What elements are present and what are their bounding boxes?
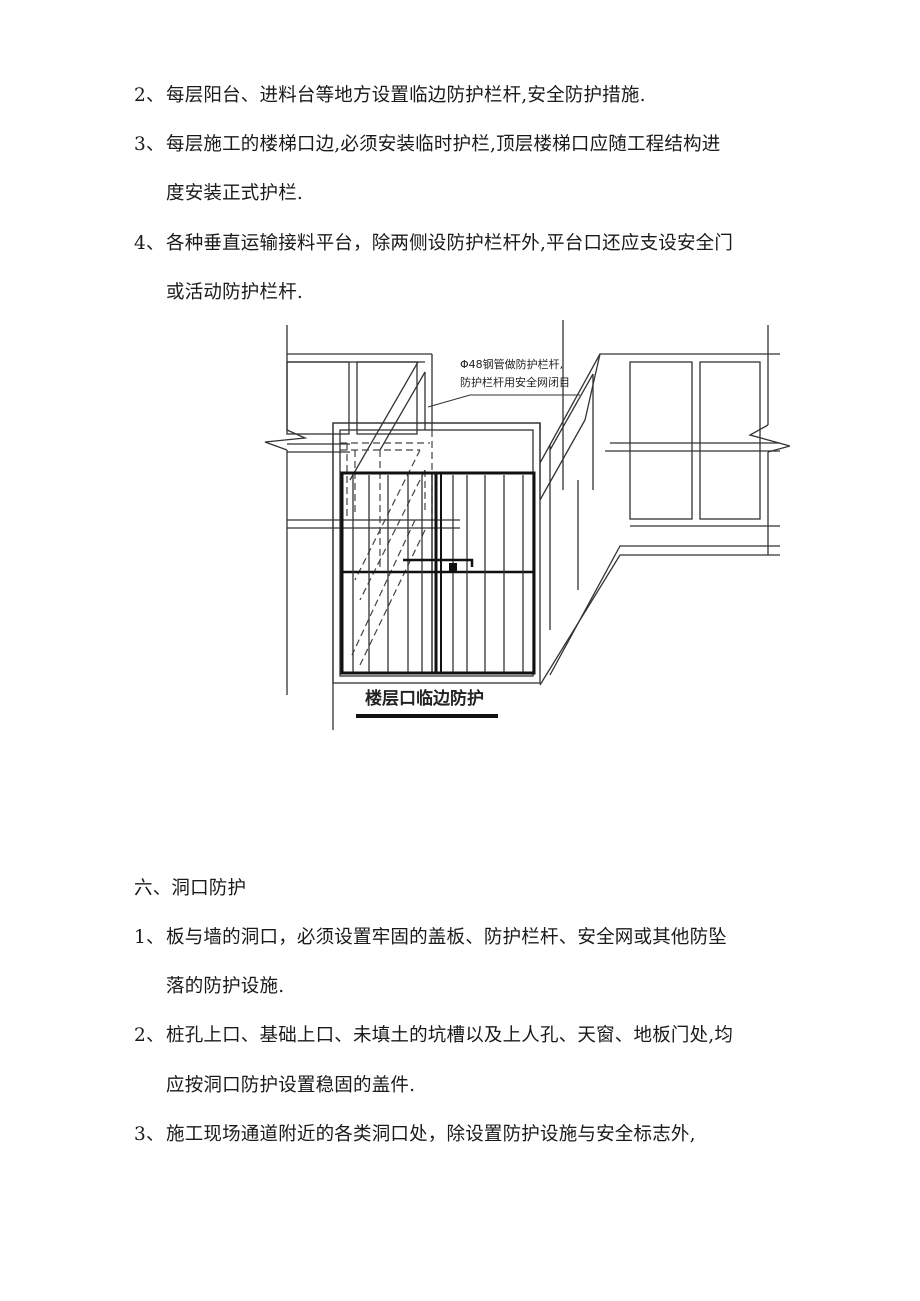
item-2-text: 每层阳台、进料台等地方设置临边防护栏杆,安全防护措施. [166,85,646,106]
s6-item-2-text-line2: 应按洞口防护设置稳固的盖件. [166,1075,416,1096]
item-3-text-line1: 每层施工的楼梯口边,必须安装临时护栏,顶层楼梯口应随工程结构进 [166,134,721,155]
s6-item-2-number: 2、 [134,1025,165,1046]
edge-protection-diagram: Φ48钢管做防护栏杆, 防护栏杆用安全网闭目 [260,320,793,750]
item-4-text-line1: 各种垂直运输接料平台，除两侧设防护栏杆外,平台口还应支设安全门 [166,233,734,254]
s6-item-3-number: 3、 [134,1124,165,1145]
latch-icon [449,563,457,573]
s6-item-1-number: 1、 [134,927,165,948]
section-6-heading: 六、洞口防护 [134,878,247,899]
item-4-text-line2: 或活动防护栏杆. [166,282,303,303]
item-2-number: 2、 [134,85,165,106]
figure-caption: 楼层口临边防护 [365,689,484,709]
s6-item-1-text-line1: 板与墙的洞口，必须设置牢固的盖板、防护栏杆、安全网或其他防坠 [166,927,728,948]
annotation-line-1: Φ48钢管做防护栏杆, [460,358,564,371]
s6-item-1-text-line2: 落的防护设施. [166,976,285,997]
caption-underline [356,714,498,718]
s6-item-2-text-line1: 桩孔上口、基础上口、未填土的坑槽以及上人孔、天窗、地板门处,均 [166,1025,734,1046]
item-3-number: 3、 [134,134,165,155]
item-4-number: 4、 [134,233,165,254]
item-3-text-line2: 度安装正式护栏. [166,183,303,204]
railing-drawing-icon [264,320,793,750]
s6-item-3-text-line1: 施工现场通道附近的各类洞口处，除设置防护设施与安全标志外, [166,1124,696,1145]
annotation-line-2: 防护栏杆用安全网闭目 [460,376,570,389]
